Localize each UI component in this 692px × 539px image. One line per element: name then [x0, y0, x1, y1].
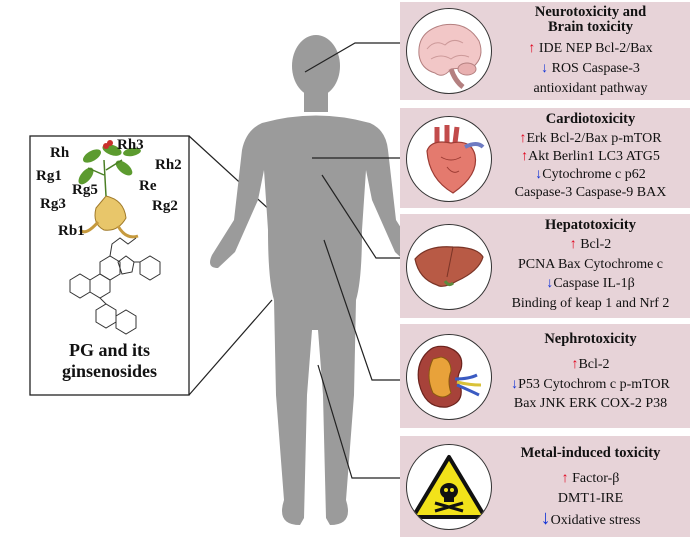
- ginseng-caption: PG and its ginsenosides: [30, 340, 189, 382]
- connector-kidney: [323, 239, 410, 381]
- neuro-title-line1: Neurotoxicity and: [534, 4, 647, 20]
- nephro-down-row: ↓P53 Cytochrom c p-mTOR: [495, 376, 686, 393]
- panel-hepatotoxicity: Hepatotoxicity ↑ Bcl-2 PCNA Bax Cytochro…: [400, 214, 690, 318]
- nephro-up-text: Bcl-2: [578, 357, 610, 372]
- connector-liver: [321, 174, 410, 259]
- hepato-mid-text: PCNA Bax Cytochrome c: [517, 257, 664, 272]
- up-arrow-icon: ↑: [561, 471, 569, 486]
- cardio-up1-text: Erk Bcl-2/Bax p-mTOR: [526, 131, 662, 146]
- hepato-down-row: ↓Caspase IL-1β: [495, 275, 686, 292]
- ginsenoside-label-rh3: Rh3: [117, 137, 144, 153]
- hepato-down-text: Caspase IL-1β: [553, 276, 635, 291]
- nephro-up-row: ↑Bcl-2: [495, 356, 686, 373]
- panel-nephrotoxicity: Nephrotoxicity ↑Bcl-2 ↓P53 Cytochrom c p…: [400, 324, 690, 428]
- panel-neurotoxicity: Neurotoxicity and Brain toxicity ↑ IDE N…: [400, 2, 690, 100]
- connector-brain: [304, 42, 410, 73]
- up-arrow-icon: ↑: [569, 237, 577, 252]
- down-arrow-icon: ↓: [535, 167, 543, 182]
- hepato-title: Hepatotoxicity: [544, 217, 636, 233]
- ginseng-connector-top: [188, 135, 273, 213]
- hepato-up-row: ↑ Bcl-2: [495, 236, 686, 253]
- neuro-title: Neurotoxicity and Brain toxicity: [495, 5, 686, 35]
- cardio-title: Cardiotoxicity: [545, 111, 636, 127]
- up-arrow-icon: ↑: [571, 357, 579, 372]
- cardio-down2-text: Caspase-3 Caspase-9 BAX: [514, 185, 667, 200]
- neuro-title-line2: Brain toxicity: [548, 19, 633, 35]
- connector-metal: [317, 364, 410, 479]
- skull-warning-icon: [406, 444, 492, 530]
- metal-up-text: Factor-β: [572, 471, 620, 486]
- neuro-up-row: ↑ IDE NEP Bcl-2/Bax: [495, 40, 686, 57]
- nephro-title: Nephrotoxicity: [544, 331, 637, 347]
- metal-mid-text: DMT1-IRE: [557, 491, 624, 506]
- up-arrow-icon: ↑: [528, 41, 536, 56]
- neuro-down-row: ↓ ROS Caspase-3: [495, 60, 686, 77]
- up-arrow-icon: ↑: [519, 131, 527, 146]
- neuro-up-text: IDE NEP Bcl-2/Bax: [538, 41, 653, 56]
- heart-icon: [406, 116, 492, 202]
- metal-down-row: ↓Oxidative stress: [495, 507, 686, 529]
- cardio-up-row-2: ↑Akt Berlin1 LC3 ATG5: [495, 148, 686, 165]
- down-arrow-icon: ↓: [511, 377, 519, 392]
- panel-metal-toxicity: Metal-induced toxicity ↑ Factor-β DMT1-I…: [400, 436, 690, 537]
- nephro-down-text: P53 Cytochrom c p-mTOR: [518, 377, 670, 392]
- ginseng-caption-line2: ginsenosides: [61, 361, 158, 381]
- nephro-extra-text: Bax JNK ERK COX-2 P38: [513, 396, 668, 411]
- cardio-up2-text: Akt Berlin1 LC3 ATG5: [528, 149, 660, 164]
- molecule-structure-icon: [69, 237, 161, 335]
- ginseng-root-icon: [78, 140, 141, 239]
- ginsenoside-label-rh2: Rh2: [155, 157, 182, 173]
- down-arrow-icon: ↓: [541, 61, 549, 76]
- ginsenoside-label-rg3: Rg3: [40, 196, 66, 212]
- metal-title: Metal-induced toxicity: [520, 445, 661, 461]
- hepato-up-text: Bcl-2: [580, 237, 612, 252]
- ginsenoside-label-rg2: Rg2: [152, 198, 178, 214]
- cardio-down1-text: Cytochrome c p62: [542, 167, 646, 182]
- ginseng-box: [29, 135, 190, 396]
- ginsenoside-label-rb1: Rb1: [58, 223, 85, 239]
- panel-cardiotoxicity: Cardiotoxicity ↑Erk Bcl-2/Bax p-mTOR ↑Ak…: [400, 108, 690, 208]
- cardio-down-row-1: ↓Cytochrome c p62: [495, 166, 686, 183]
- down-arrow-icon: ↓: [546, 276, 554, 291]
- neuro-down-text: ROS Caspase-3: [551, 61, 640, 76]
- cardio-up-row-1: ↑Erk Bcl-2/Bax p-mTOR: [495, 130, 686, 147]
- human-body-icon: [210, 35, 420, 525]
- metal-up-row: ↑ Factor-β: [495, 470, 686, 487]
- hepato-extra-text: Binding of keap 1 and Nrf 2: [511, 296, 670, 311]
- ginsenoside-label-rg5: Rg5: [72, 182, 98, 198]
- up-arrow-icon: ↑: [521, 149, 529, 164]
- ginseng-connector-bottom: [188, 299, 273, 396]
- down-arrow-icon: ↓: [540, 507, 551, 529]
- ginsenoside-label-re: Re: [139, 178, 157, 194]
- metal-down-text: Oxidative stress: [550, 513, 641, 528]
- liver-icon: [406, 224, 492, 310]
- ginseng-caption-line1: PG and its: [68, 340, 151, 360]
- ginsenoside-label-rh: Rh: [50, 145, 70, 161]
- neuro-extra-text: antioxidant pathway: [533, 81, 648, 96]
- kidney-icon: [406, 334, 492, 420]
- ginsenoside-label-rg1: Rg1: [36, 168, 62, 184]
- brain-icon: [406, 8, 492, 94]
